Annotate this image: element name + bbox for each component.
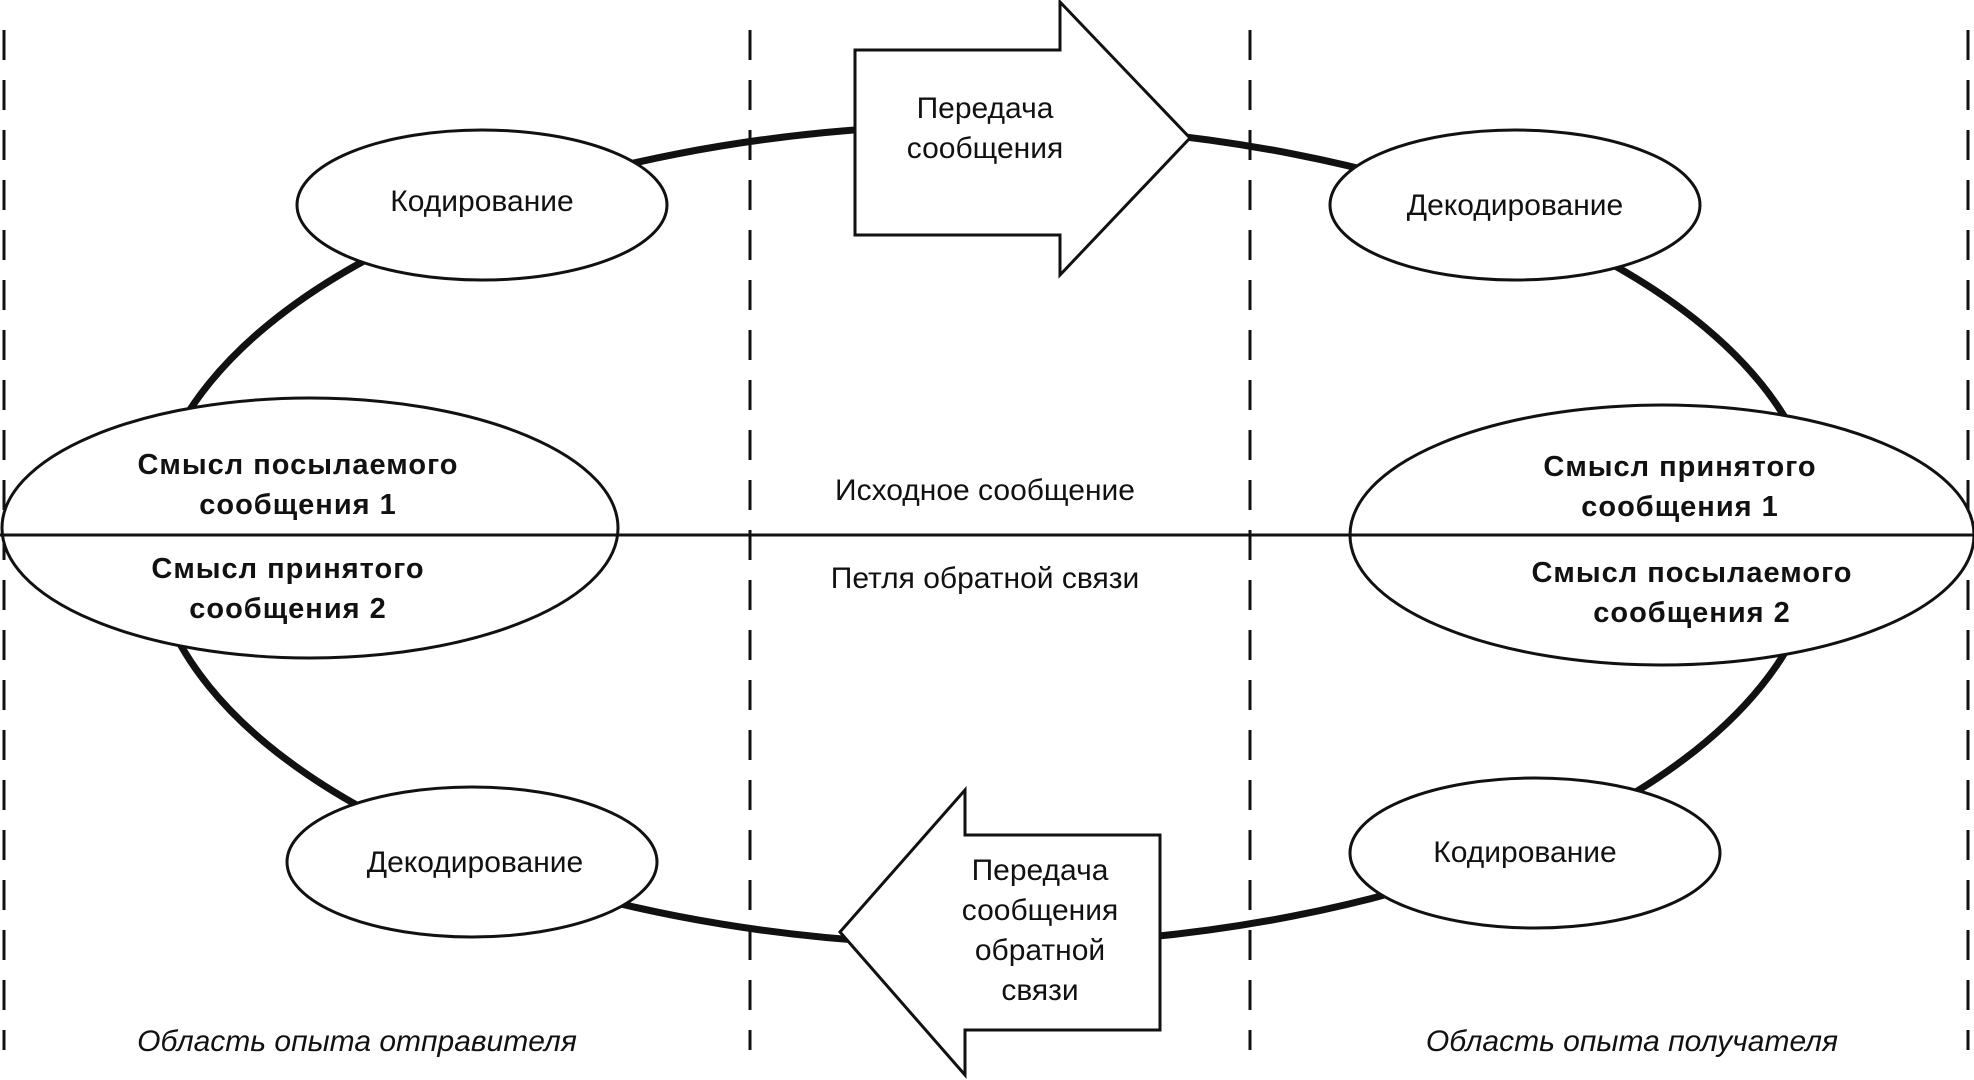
receiver-decoding-node: [1328, 128, 1702, 282]
top-arrow-line2: сообщения: [907, 132, 1064, 165]
feedback-transmission-arrow: [838, 786, 1162, 1079]
receiver-encoding-label: Кодирование: [1433, 836, 1616, 869]
receiver-meaning-received-line1: Смысл принятого: [1543, 451, 1816, 483]
sender-decoding-node: [285, 785, 659, 939]
feedback-loop-label: Петля обратной связи: [831, 562, 1139, 595]
receiver-meaning-sent-line2: сообщения 2: [1593, 597, 1791, 629]
message-transmission-arrow: [853, 0, 1193, 279]
sender-meaning-received-line1: Смысл принятого: [151, 553, 424, 585]
sender-encoding-label: Кодирование: [390, 185, 573, 218]
sender-meaning-node: [0, 396, 620, 660]
sender-region-label: Область опыта отправителя: [137, 1025, 577, 1058]
sender-encoding-node: [295, 128, 669, 282]
bottom-arrow-line4: связи: [1001, 974, 1078, 1007]
bottom-arrow-line1: Передача: [972, 854, 1109, 887]
receiver-region-label: Область опыта получателя: [1426, 1025, 1838, 1058]
bottom-arrow-line2: сообщения: [962, 894, 1119, 927]
bottom-arrow-line3: обратной: [975, 934, 1105, 967]
sender-meaning-received-line2: сообщения 2: [189, 593, 387, 625]
receiver-meaning-sent-line1: Смысл посылаемого: [1531, 557, 1852, 589]
receiver-meaning-received-line2: сообщения 1: [1581, 491, 1779, 523]
top-arrow-line1: Передача: [917, 92, 1054, 125]
sender-meaning-sent-line2: сообщения 1: [199, 489, 397, 521]
receiver-decoding-label: Декодирование: [1407, 189, 1623, 222]
sender-meaning-sent-line1: Смысл посылаемого: [137, 449, 458, 481]
original-message-label: Исходное сообщение: [835, 474, 1135, 507]
sender-decoding-label: Декодирование: [367, 846, 583, 879]
receiver-encoding-node: [1348, 776, 1722, 930]
